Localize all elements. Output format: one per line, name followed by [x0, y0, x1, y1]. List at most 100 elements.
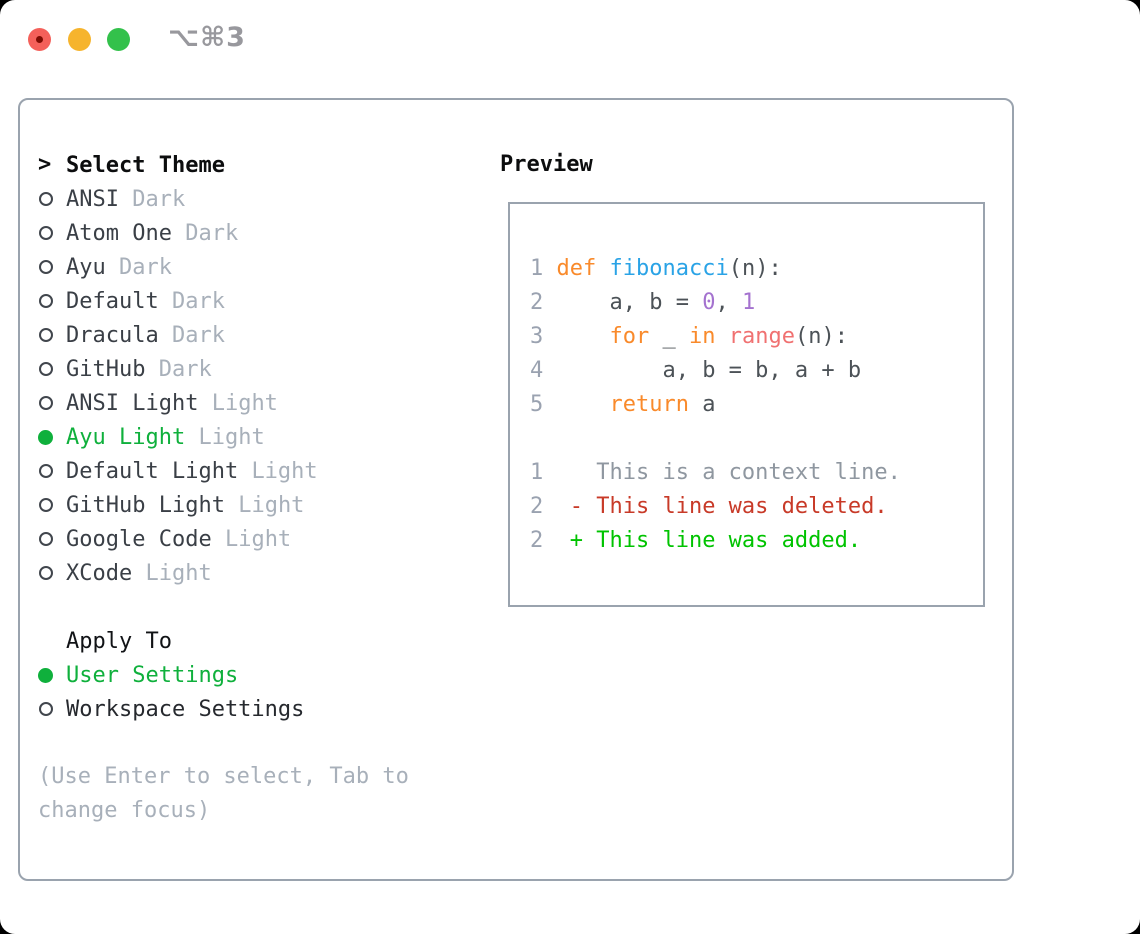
code-token: (n):: [794, 324, 848, 349]
code-token: range: [728, 324, 795, 349]
code-token: a, b = b, a + b: [543, 358, 862, 383]
theme-item-variant: Dark: [185, 220, 239, 246]
close-button[interactable]: [28, 28, 51, 51]
apply-option-label: Workspace Settings: [66, 696, 305, 722]
window-title: ⌥⌘3: [168, 22, 246, 53]
radio-icon: [38, 556, 66, 590]
diff-text: This is a context line.: [543, 460, 901, 485]
theme-item-label: XCode: [66, 560, 133, 586]
radio-icon: [38, 216, 66, 250]
code-line: 3 for _ in range(n):: [530, 320, 901, 354]
radio-icon: [38, 454, 66, 488]
theme-item-ayu-light-light[interactable]: Ayu Light Light: [38, 420, 462, 454]
theme-item-label: GitHub Light: [66, 492, 225, 518]
prompt-icon: >: [38, 152, 52, 177]
diff-lines: 1 This is a context line.2 - This line w…: [530, 456, 901, 558]
apply-option-label: User Settings: [66, 662, 239, 688]
theme-item-label: Google Code: [66, 526, 212, 552]
theme-item-atom-one-dark[interactable]: Atom One Dark: [38, 216, 462, 250]
theme-selector-panel: [18, 98, 1014, 881]
theme-item-variant: Light: [238, 492, 305, 518]
code-token: a, b =: [543, 290, 703, 315]
theme-item-label: ANSI Light: [66, 390, 199, 416]
theme-item-ayu-dark[interactable]: Ayu Dark: [38, 250, 462, 284]
theme-item-default-light-light[interactable]: Default Light Light: [38, 454, 462, 488]
theme-item-xcode-light[interactable]: XCode Light: [38, 556, 462, 590]
theme-item-label: Default Light: [66, 458, 239, 484]
diff-text: + This line was added.: [543, 528, 862, 553]
diff-line-del: 2 - This line was deleted.: [530, 490, 901, 524]
code-token: a: [688, 392, 716, 417]
radio-icon: [38, 692, 66, 726]
code-token: [543, 392, 609, 417]
line-number: 5: [530, 392, 544, 417]
theme-item-variant: Dark: [119, 254, 172, 280]
theme-item-variant: Light: [251, 458, 318, 484]
theme-item-variant: Light: [198, 424, 265, 450]
zoom-button[interactable]: [107, 28, 130, 51]
code-line: 5 return a: [530, 388, 901, 422]
diff-line-ctx: 1 This is a context line.: [530, 456, 901, 490]
apply-option-user-settings[interactable]: User Settings: [38, 658, 462, 692]
theme-item-variant: Dark: [171, 288, 225, 314]
theme-item-label: ANSI: [66, 186, 119, 212]
theme-item-github-light-light[interactable]: GitHub Light Light: [38, 488, 462, 522]
radio-icon: [38, 488, 66, 522]
theme-item-ansi-dark[interactable]: ANSI Dark: [38, 182, 462, 216]
selected-radio-icon: [38, 658, 66, 692]
code-line: 1 def fibonacci(n):: [530, 252, 901, 286]
line-number: 1: [530, 256, 544, 281]
code-token: 1: [741, 290, 756, 315]
minimize-button[interactable]: [68, 28, 91, 51]
apply-option-workspace-settings[interactable]: Workspace Settings: [38, 692, 462, 726]
theme-item-default-dark[interactable]: Default Dark: [38, 284, 462, 318]
theme-item-google-code-light[interactable]: Google Code Light: [38, 522, 462, 556]
code-token: [543, 256, 556, 281]
code-token: in: [688, 324, 716, 349]
line-number: 2: [530, 494, 544, 519]
line-number: 2: [530, 290, 544, 315]
theme-item-label: Default: [66, 288, 159, 314]
code-token: 0: [702, 290, 716, 315]
diff-line-add: 2 + This line was added.: [530, 524, 901, 558]
code-token: def: [556, 256, 597, 281]
code-token: [715, 324, 728, 349]
line-number: 1: [530, 460, 544, 485]
theme-item-variant: Light: [224, 526, 292, 552]
help-text: (Use Enter to select, Tab to change focu…: [38, 764, 409, 823]
line-number: 2: [530, 528, 544, 553]
code-token: (n):: [728, 256, 782, 281]
theme-item-label: Ayu: [66, 254, 106, 280]
radio-icon: [38, 250, 66, 284]
theme-item-variant: Light: [145, 560, 212, 586]
code-token: _: [649, 324, 689, 349]
radio-icon: [38, 182, 66, 216]
preview-title: Preview: [500, 152, 593, 177]
radio-icon: [38, 284, 66, 318]
theme-list-header: > Select Theme: [38, 148, 462, 182]
theme-item-variant: Dark: [171, 322, 225, 348]
radio-icon: [38, 386, 66, 420]
diff-text: - This line was deleted.: [543, 494, 888, 519]
code-token: fibonacci: [609, 256, 729, 281]
radio-icon: [38, 352, 66, 386]
line-number: 4: [530, 358, 544, 383]
line-number: 3: [530, 324, 544, 349]
theme-item-variant: Dark: [132, 186, 186, 212]
code-token: [596, 256, 609, 281]
theme-item-variant: Dark: [158, 356, 212, 382]
apply-to-header-label: Apply To: [66, 628, 172, 654]
theme-item-label: Ayu Light: [66, 424, 186, 450]
theme-item-label: Atom One: [66, 220, 172, 246]
radio-icon: [38, 318, 66, 352]
code-token: for: [609, 324, 650, 349]
theme-list-header-label: Select Theme: [66, 152, 225, 178]
